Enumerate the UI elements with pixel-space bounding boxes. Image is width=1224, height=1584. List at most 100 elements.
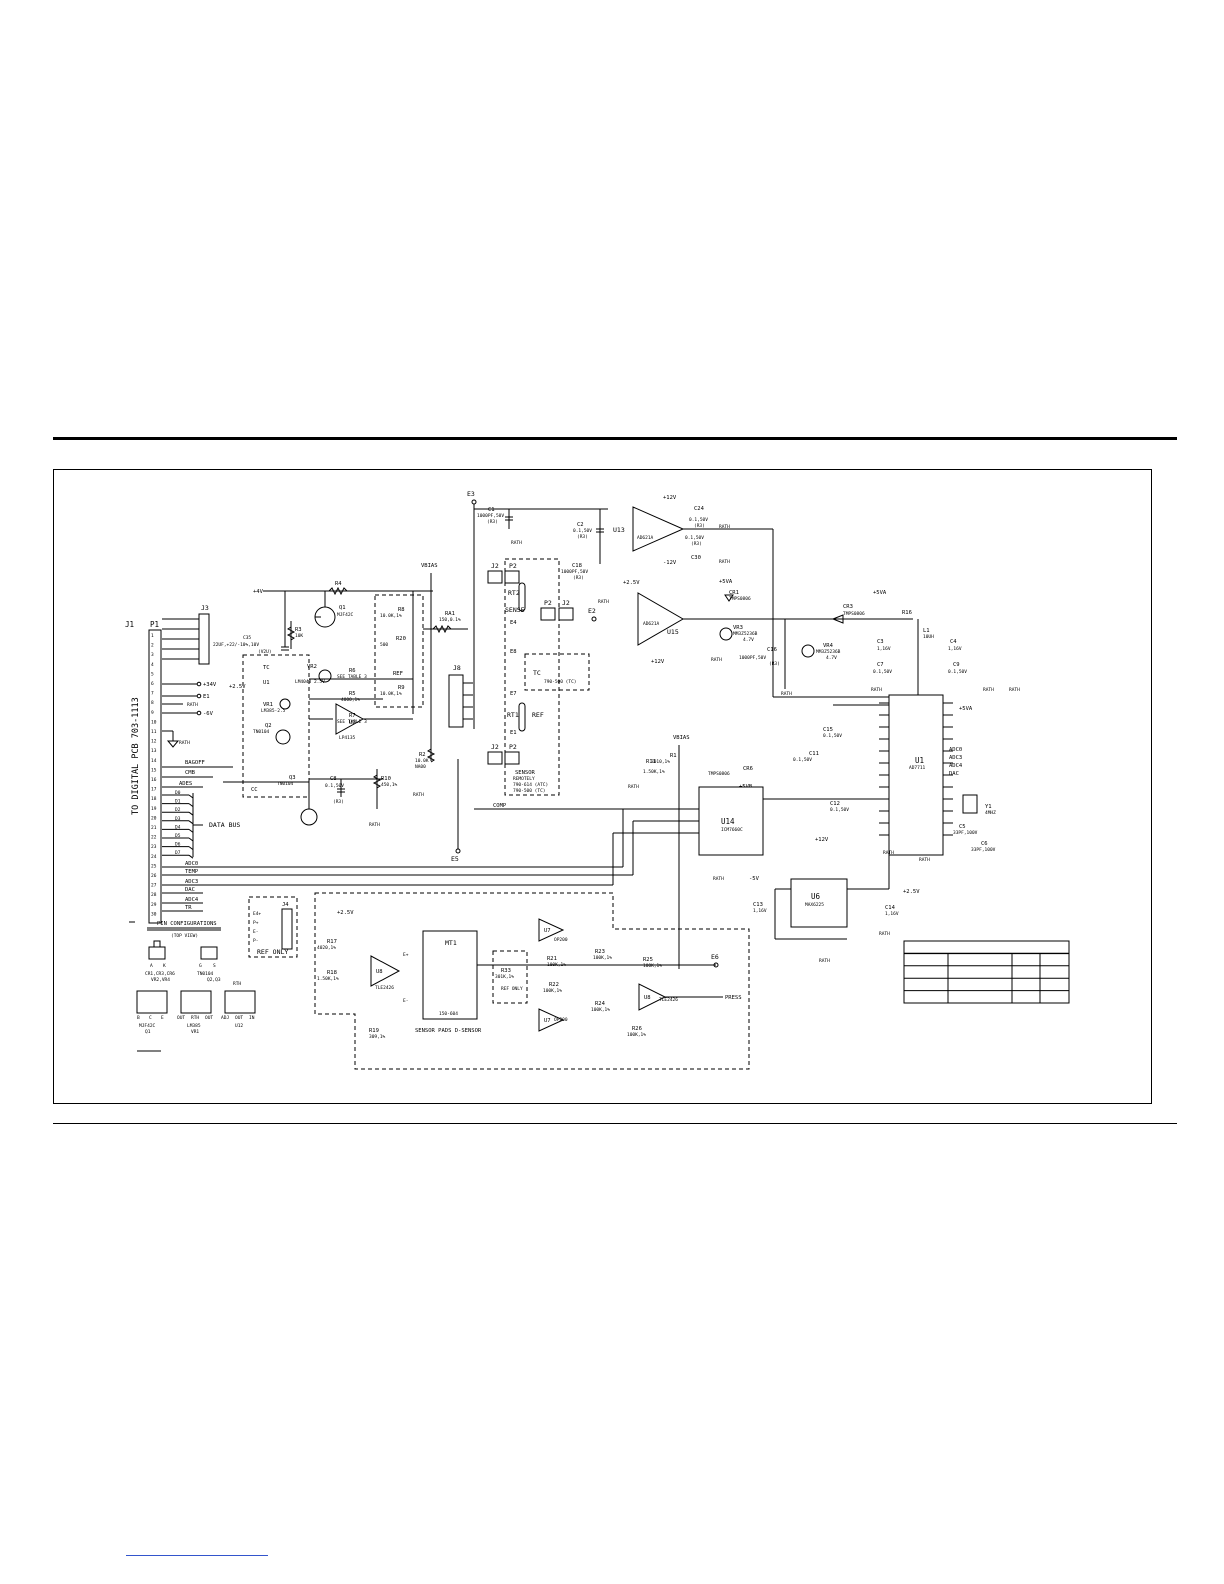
- svg-text:OUT: OUT: [205, 1015, 213, 1021]
- svg-text:MJF42C: MJF42C: [337, 612, 354, 618]
- svg-text:R4: R4: [335, 581, 342, 587]
- p1-pin-number: 25: [151, 863, 157, 869]
- svg-text:ADC0: ADC0: [949, 747, 962, 753]
- svg-text:TLE2426: TLE2426: [659, 997, 678, 1003]
- svg-text:BAGOFF: BAGOFF: [185, 760, 205, 766]
- svg-text:C16: C16: [767, 647, 777, 653]
- p1-pin-number: 9: [151, 710, 154, 716]
- svg-text:P2: P2: [544, 599, 552, 607]
- p1-pin-number: 26: [151, 873, 157, 879]
- svg-text:AD621A: AD621A: [643, 621, 660, 627]
- svg-text:C30: C30: [691, 555, 701, 561]
- svg-text:ADC3: ADC3: [185, 879, 198, 885]
- svg-text:DAC: DAC: [949, 771, 959, 777]
- svg-text:VR1: VR1: [191, 1029, 199, 1035]
- svg-text:10.0K,1%: 10.0K,1%: [380, 691, 402, 697]
- p1-pin-number: 28: [151, 892, 157, 898]
- svg-text:Q2,Q3: Q2,Q3: [207, 977, 221, 983]
- data-bus-bit-label: D5: [175, 833, 181, 839]
- svg-text:J2: J2: [562, 599, 570, 607]
- p1-pin-number: 7: [151, 691, 154, 697]
- svg-text:R24: R24: [595, 1001, 606, 1007]
- svg-text:U14: U14: [721, 817, 735, 826]
- svg-text:L1: L1: [923, 628, 930, 634]
- svg-text:4MHZ: 4MHZ: [985, 810, 996, 816]
- svg-text:RATH: RATH: [1009, 687, 1020, 693]
- svg-text:+5VA: +5VA: [719, 579, 733, 585]
- svg-text:P2: P2: [509, 743, 517, 751]
- svg-text:150-604: 150-604: [439, 1011, 458, 1017]
- svg-text:100K,1%: 100K,1%: [627, 1032, 646, 1038]
- svg-text:E8: E8: [510, 649, 517, 655]
- svg-text:U7: U7: [544, 1018, 551, 1024]
- svg-text:-6V: -6V: [203, 711, 214, 717]
- svg-text:+2.5V: +2.5V: [229, 684, 246, 690]
- p1-pin-number: 15: [151, 767, 157, 773]
- svg-text:E-: E-: [253, 929, 258, 935]
- svg-text:RATH: RATH: [719, 524, 730, 530]
- schematic-diagram: J1 P1 TO DIGITAL PCB 703-1113 1234567891…: [53, 469, 1152, 1104]
- svg-text:RTH: RTH: [191, 1015, 199, 1021]
- svg-text:C35: C35: [243, 635, 251, 641]
- svg-text:10K: 10K: [295, 633, 303, 639]
- svg-text:E4: E4: [510, 620, 517, 626]
- svg-text:SEE TABLE 3: SEE TABLE 3: [337, 674, 367, 680]
- svg-text:0.1,50V: 0.1,50V: [948, 669, 967, 675]
- svg-text:1,16V: 1,16V: [948, 646, 962, 652]
- svg-text:U6: U6: [811, 892, 821, 901]
- svg-text:PRESS: PRESS: [725, 995, 742, 1001]
- svg-text:(V2U): (V2U): [258, 649, 272, 655]
- pin-configurations: PIN CONFIGURATIONS (TOP VIEW) A K CR1,CR…: [136, 921, 256, 1052]
- svg-text:1000PF,50V: 1000PF,50V: [561, 569, 588, 575]
- svg-text:C11: C11: [809, 751, 819, 757]
- svg-text:TLE2426: TLE2426: [375, 985, 394, 991]
- svg-text:LM385: LM385: [187, 1023, 201, 1029]
- svg-text:RATH: RATH: [819, 958, 830, 964]
- svg-text:100K,1%: 100K,1%: [643, 963, 662, 969]
- svg-text:CR1,CR3,CR6: CR1,CR3,CR6: [145, 971, 175, 977]
- svg-text:MM3Z5236B: MM3Z5236B: [733, 631, 758, 637]
- svg-text:10.0K: 10.0K: [415, 758, 429, 764]
- svg-text:C1: C1: [488, 507, 495, 513]
- svg-text:ADC4: ADC4: [949, 763, 963, 769]
- p1-pin-number: 23: [151, 844, 157, 850]
- svg-text:Q1: Q1: [339, 605, 346, 611]
- bottom-rule: [53, 1123, 1177, 1124]
- svg-text:1,16V: 1,16V: [877, 646, 891, 652]
- svg-text:CR6: CR6: [743, 766, 753, 772]
- data-bus-entry: [188, 846, 194, 851]
- svg-text:+12V: +12V: [651, 659, 665, 665]
- svg-text:1,16V: 1,16V: [753, 908, 767, 914]
- svg-text:R16: R16: [902, 610, 912, 616]
- svg-text:TC: TC: [263, 665, 270, 671]
- svg-text:3010,1%: 3010,1%: [651, 759, 670, 765]
- svg-text:C3: C3: [877, 639, 884, 645]
- p1-pin-number: 16: [151, 777, 157, 783]
- svg-text:SENSOR PADS D-SENSOR: SENSOR PADS D-SENSOR: [415, 1028, 482, 1034]
- svg-text:VR2: VR2: [307, 664, 317, 670]
- svg-text:C13: C13: [753, 902, 763, 908]
- ref-divider: R8 10.0K,1% R20 500 REF R9 10.0K,1%: [374, 591, 424, 714]
- svg-text:4.7V: 4.7V: [826, 655, 837, 661]
- svg-text:LM385-2.5: LM385-2.5: [261, 708, 286, 714]
- svg-text:E7: E7: [510, 691, 517, 697]
- svg-text:MT1: MT1: [445, 939, 457, 947]
- svg-text:TEMP: TEMP: [185, 869, 199, 875]
- svg-text:TC: TC: [533, 669, 541, 677]
- svg-text:RATH: RATH: [711, 657, 722, 663]
- svg-text:B: B: [137, 1015, 140, 1021]
- svg-text:(R3): (R3): [691, 541, 702, 547]
- p1-pin-number: 8: [151, 700, 154, 706]
- p1-pin-number: 29: [151, 902, 157, 908]
- svg-text:0.1,50V: 0.1,50V: [793, 757, 812, 763]
- svg-text:R8: R8: [398, 607, 405, 613]
- svg-text:RATH: RATH: [871, 687, 882, 693]
- p1-pin-number: 2: [151, 643, 154, 649]
- svg-text:C: C: [149, 1015, 152, 1021]
- j3-label: J3: [201, 604, 209, 612]
- svg-text:P+: P+: [253, 920, 259, 926]
- svg-text:RATH: RATH: [369, 822, 380, 828]
- svg-text:U8: U8: [376, 969, 383, 975]
- amplifier-section: C1 1000PF,50V (R3) RATH C2 0.1,50V (R3) …: [477, 495, 833, 665]
- svg-text:J2: J2: [491, 743, 499, 751]
